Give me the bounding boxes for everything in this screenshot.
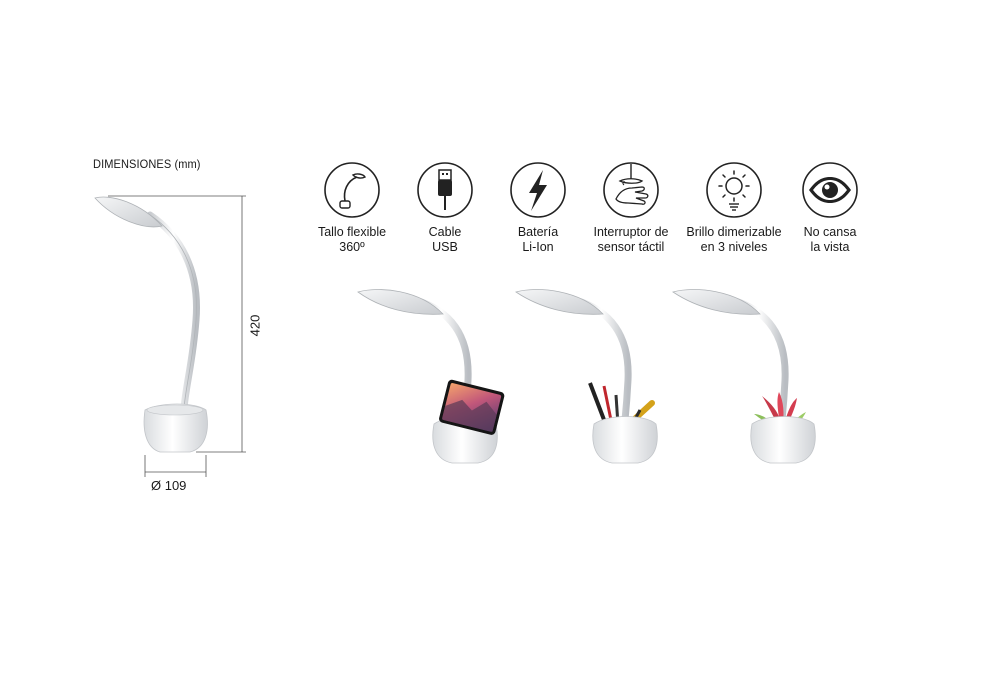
lamp-with-plant [672,289,816,464]
flexible-stem-icon [324,162,380,218]
sun-brightness-icon [706,162,762,218]
feature-dimmable: Brillo dimerizable en 3 niveles [684,161,784,255]
feature-touch-sensor: Interruptor de sensor táctil [581,161,681,255]
feature-flexible-stem: Tallo flexible 360º [302,161,402,255]
eye-icon [802,162,858,218]
dimensions-title: DIMENSIONES (mm) [93,157,201,171]
lamp-with-pens [515,289,658,464]
feature-label: Brillo dimerizable en 3 niveles [686,225,782,254]
feature-label: Interruptor de sensor táctil [593,225,669,254]
lamp-with-phone [357,289,505,464]
feature-eye-comfort: No cansa la vista [780,161,880,255]
dimension-lamp [94,195,246,477]
feature-label: Batería Li-Ion [517,225,559,254]
feature-usb-cable: Cable USB [395,161,495,255]
lightning-bolt-icon [510,162,566,218]
usb-cable-icon [417,162,473,218]
feature-label: No cansa la vista [803,225,857,254]
feature-battery: Batería Li-Ion [488,161,588,255]
diameter-dimension-label: Ø 109 [151,478,187,493]
feature-label: Cable USB [428,225,462,254]
feature-label: Tallo flexible 360º [317,225,387,254]
touch-sensor-hand-icon [603,162,659,218]
